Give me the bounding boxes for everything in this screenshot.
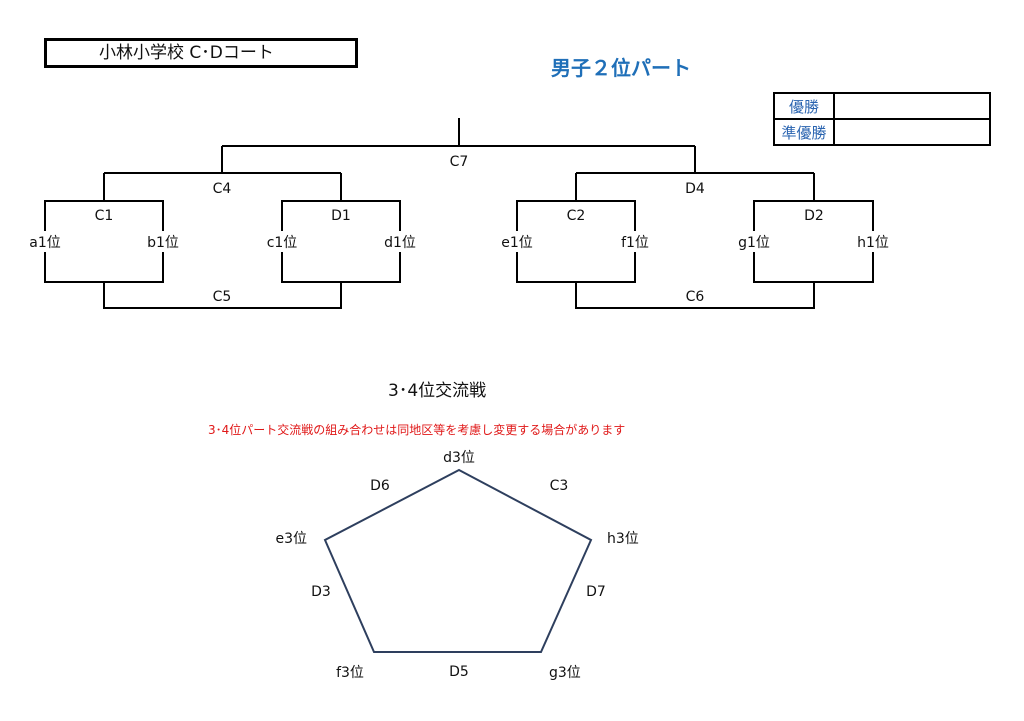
runner-up-value xyxy=(833,118,991,146)
team-h-label: h1位 xyxy=(857,235,889,251)
final-match-label: C7 xyxy=(450,154,469,170)
team-g-label: g1位 xyxy=(738,235,770,251)
champion-value xyxy=(833,92,991,120)
edge-d7-label: D7 xyxy=(586,584,606,600)
right-semi-label: D4 xyxy=(685,181,705,197)
team-d-label: d1位 xyxy=(384,235,416,251)
team-e-label: e1位 xyxy=(501,235,533,251)
exchange-title: 3･4位交流戦 xyxy=(388,381,487,401)
part-title: 男子２位パート xyxy=(551,56,691,80)
team-b-label: b1位 xyxy=(147,235,179,251)
vertex-f3-label: f3位 xyxy=(336,665,364,681)
exchange-pentagon xyxy=(323,468,593,653)
match-d1-label: D1 xyxy=(331,208,351,224)
exchange-note: 3･4位パート交流戦の組み合わせは同地区等を考慮し変更する場合があります xyxy=(208,423,626,437)
edge-d5-label: D5 xyxy=(449,664,469,680)
runner-up-row: 準優勝 xyxy=(773,118,991,146)
vertex-g3-label: g3位 xyxy=(549,665,581,681)
vertex-e3-label: e3位 xyxy=(275,531,307,547)
runner-up-label: 準優勝 xyxy=(773,118,835,146)
results-table: 優勝 準優勝 xyxy=(773,92,991,146)
edge-d6-label: D6 xyxy=(370,478,390,494)
vertex-d3-label: d3位 xyxy=(443,450,475,466)
champion-label: 優勝 xyxy=(773,92,835,120)
venue-title: 小林小学校 C･Dコート xyxy=(44,38,358,68)
match-d2-label: D2 xyxy=(804,208,824,224)
left-semi-label: C4 xyxy=(213,181,232,197)
team-c-label: c1位 xyxy=(267,235,298,251)
vertex-h3-label: h3位 xyxy=(607,531,639,547)
right-consolation-label: C6 xyxy=(686,289,705,305)
champion-row: 優勝 xyxy=(773,92,991,120)
bracket-lines xyxy=(44,118,874,309)
left-consolation-label: C5 xyxy=(213,289,232,305)
match-c2-label: C2 xyxy=(567,208,586,224)
team-f-label: f1位 xyxy=(621,235,649,251)
match-c1-label: C1 xyxy=(95,208,114,224)
edge-c3-label: C3 xyxy=(550,478,569,494)
team-a-label: a1位 xyxy=(29,235,61,251)
edge-d3-label: D3 xyxy=(311,584,331,600)
